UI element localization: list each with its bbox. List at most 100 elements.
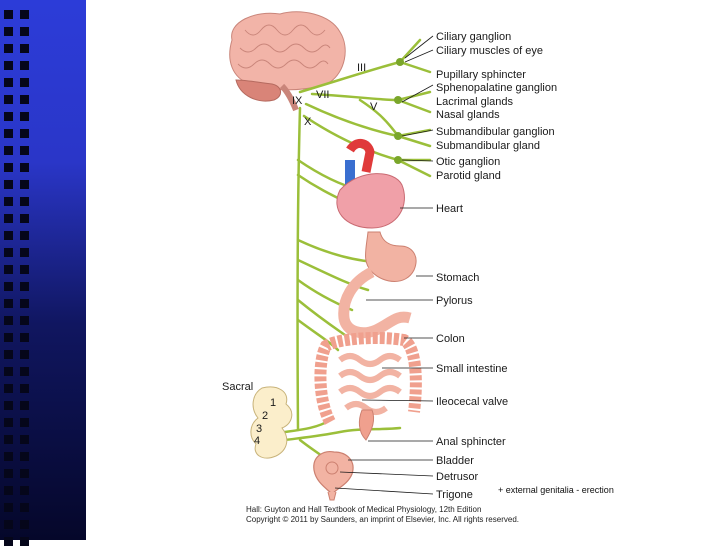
sidebar-square (4, 282, 13, 291)
sidebar-square (4, 503, 13, 512)
sidebar-square (20, 214, 29, 223)
nerve-label-VII: VII (316, 89, 329, 101)
slide-sidebar (0, 0, 86, 546)
sidebar-square (4, 333, 13, 342)
sidebar-square (4, 197, 13, 206)
label-heart: Heart (436, 203, 463, 215)
label-ciliary-muscles: Ciliary muscles of eye (436, 45, 543, 57)
label-parotid-gland: Parotid gland (436, 170, 501, 182)
sidebar-square (20, 197, 29, 206)
sidebar-square (4, 350, 13, 359)
ganglia (394, 58, 404, 164)
sidebar-square (4, 10, 13, 19)
sacral-segment-3: 3 (256, 423, 262, 435)
sidebar-square (4, 401, 13, 410)
sidebar-square (4, 469, 13, 478)
leader-lines (334, 35, 434, 495)
sacral-title: Sacral (222, 381, 253, 393)
sidebar-square (20, 163, 29, 172)
label-detrusor: Detrusor (436, 471, 479, 483)
sidebar-square (4, 129, 13, 138)
sacral-segment-1: 1 (270, 397, 276, 409)
sidebar-square (4, 435, 13, 444)
sidebar-square (4, 418, 13, 427)
sidebar-square (4, 299, 13, 308)
label-trigone: Trigone (436, 489, 473, 501)
label-submandibular-ganglion: Submandibular ganglion (436, 126, 555, 138)
nerve-label-V: V (370, 101, 378, 113)
erection-annotation: + external genitalia - erection (498, 485, 614, 495)
label-small-intestine: Small intestine (436, 363, 508, 375)
sidebar-square (20, 520, 29, 529)
sidebar-square (20, 44, 29, 53)
sidebar-square (20, 469, 29, 478)
sidebar-square (20, 316, 29, 325)
sidebar-square (20, 78, 29, 87)
sidebar-square (20, 10, 29, 19)
label-pylorus: Pylorus (436, 295, 473, 307)
sidebar-square (20, 435, 29, 444)
stomach-illustration (365, 231, 417, 282)
rectum-illustration (358, 409, 375, 441)
sidebar-square (20, 401, 29, 410)
sidebar-square (4, 95, 13, 104)
sidebar-square (4, 146, 13, 155)
nerve-label-X: X (304, 116, 312, 128)
label-ciliary-ganglion: Ciliary ganglion (436, 31, 511, 43)
label-stomach: Stomach (436, 272, 479, 284)
sidebar-square (20, 129, 29, 138)
sidebar-square (4, 44, 13, 53)
label-sphenopalatine-ganglion: Sphenopalatine ganglion (436, 82, 557, 94)
label-otic-ganglion: Otic ganglion (436, 156, 500, 168)
sidebar-square (20, 27, 29, 36)
sidebar-square (20, 418, 29, 427)
sidebar-square (4, 27, 13, 36)
credit-line-2: Copyright © 2011 by Saunders, an imprint… (246, 515, 519, 524)
nerve-label-IX: IX (292, 95, 303, 107)
label-colon: Colon (436, 333, 465, 345)
sidebar-square (4, 520, 13, 529)
sidebar-square (20, 146, 29, 155)
sidebar-square (20, 112, 29, 121)
sidebar-square (20, 384, 29, 393)
sidebar-square (20, 452, 29, 461)
brain-illustration (229, 11, 346, 112)
sidebar-square (20, 367, 29, 376)
sidebar-square (20, 61, 29, 70)
sidebar-square (20, 333, 29, 342)
sidebar-square (4, 78, 13, 87)
pylorus-illustration (338, 267, 412, 339)
sacral-segment-4: 4 (254, 435, 260, 447)
sidebar-square (4, 163, 13, 172)
sidebar-square (4, 265, 13, 274)
heart-illustration (336, 139, 405, 229)
sidebar-square (4, 316, 13, 325)
label-nasal-glands: Nasal glands (436, 109, 500, 121)
colon-illustration (314, 332, 422, 425)
credit-line-1: Hall: Guyton and Hall Textbook of Medica… (246, 505, 481, 514)
sidebar-square (4, 486, 13, 495)
nerve-label-III: III (357, 62, 366, 74)
sidebar-square (4, 367, 13, 376)
bladder-illustration (313, 451, 354, 501)
sidebar-square (4, 180, 13, 189)
label-submandibular-gland: Submandibular gland (436, 140, 540, 152)
sidebar-square (4, 248, 13, 257)
sidebar-square (4, 452, 13, 461)
small-intestine-illustration (338, 353, 402, 415)
label-ileocecal-valve: Ileocecal valve (436, 396, 508, 408)
label-bladder: Bladder (436, 455, 474, 467)
sidebar-square (20, 248, 29, 257)
sidebar-square (20, 180, 29, 189)
sidebar-square (20, 95, 29, 104)
sacral-cord-illustration (250, 386, 293, 459)
sidebar-square (20, 503, 29, 512)
label-pupillary-sphincter: Pupillary sphincter (436, 69, 526, 81)
sidebar-square (4, 214, 13, 223)
sidebar-square (4, 61, 13, 70)
sacral-segment-2: 2 (262, 410, 268, 422)
sidebar-square (4, 231, 13, 240)
sidebar-square (20, 299, 29, 308)
label-lacrimal-glands: Lacrimal glands (436, 96, 514, 108)
